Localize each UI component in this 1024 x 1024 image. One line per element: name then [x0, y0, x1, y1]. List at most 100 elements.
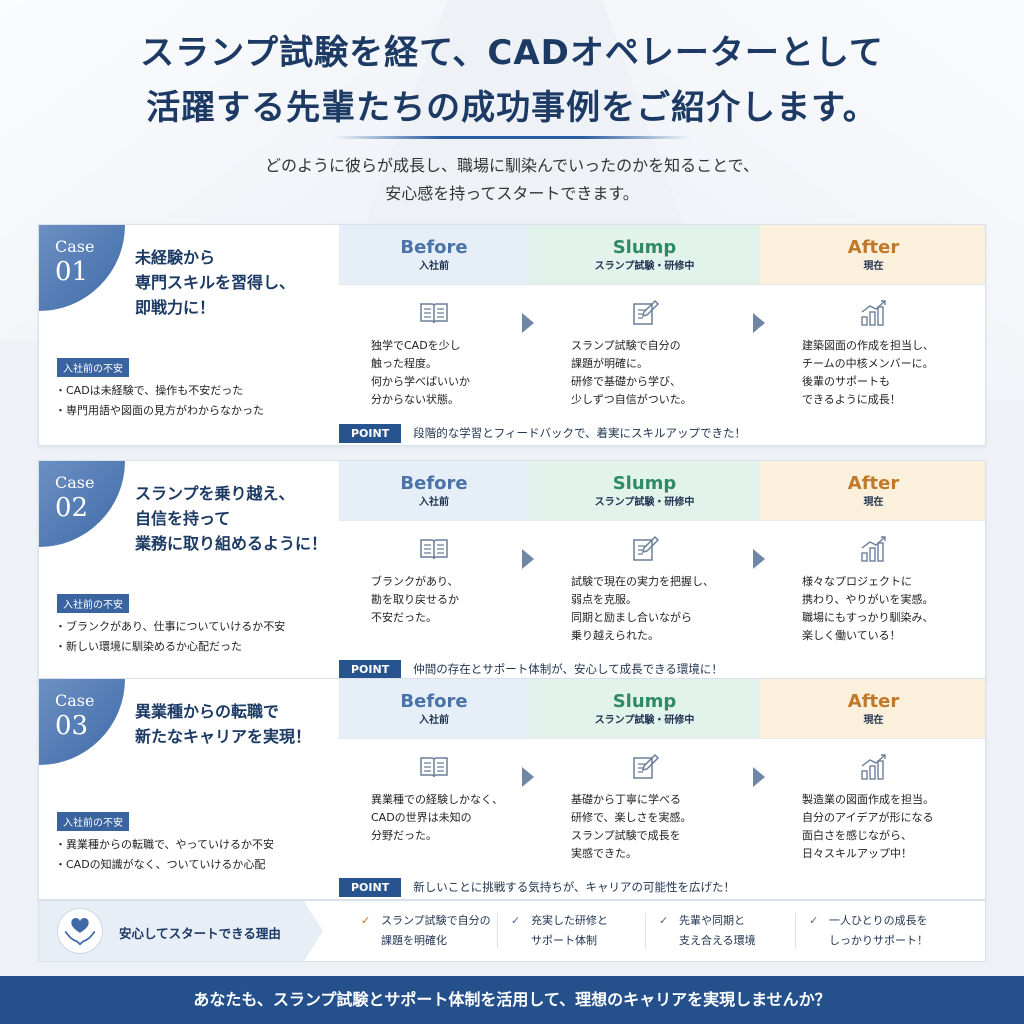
point-tag: POINT — [339, 423, 402, 443]
case-label: Case — [55, 237, 95, 256]
book-icon — [420, 757, 448, 778]
case-number: 01 — [55, 257, 89, 287]
text-line: 新たなキャリアを実現！ — [135, 727, 312, 746]
after-text: 建築図面の作成を担当し、チームの中核メンバーに。後輩のサポートもできるように成長… — [760, 337, 985, 409]
before-text: 異業種での経験しかなく、 CADの世界は未知の分野だった。 — [339, 791, 529, 845]
case-headline: 未経験から専門スキルを習得し、即戦力に！ — [135, 245, 345, 320]
point-row: POINT 仲間の存在とサポート体制が、安心して成長できる環境に！ — [339, 657, 985, 681]
arrow-right-icon — [753, 313, 765, 333]
book-icon — [420, 303, 448, 324]
anxiety-list: ・CADは未経験で、操作も不安だった・専門用語や図面の見方がわからなかった — [55, 381, 264, 421]
title-divider — [334, 136, 690, 139]
text-line: スランプを乗り越え、 — [135, 484, 295, 503]
progress-columns: Before 入社前 独学でCADを少し触った程度。何から学べばいいか分からない… — [339, 225, 985, 420]
point-text: 新しいことに挑戦する気持ちが、キャリアの可能性を広げた！ — [413, 880, 735, 894]
point-tag: POINT — [339, 877, 402, 897]
case-headline: 異業種からの転職で新たなキャリアを実現！ — [135, 699, 345, 749]
heart-hands-icon — [64, 917, 96, 946]
before-header: Before 入社前 — [339, 461, 529, 521]
before-text: 独学でCADを少し触った程度。何から学べばいいか分からない状態。 — [339, 337, 529, 409]
reason-item: ✓充実した研修とサポート体制 — [511, 911, 608, 951]
text-line: 自分のアイデアが形になる — [802, 811, 934, 824]
title-line: 活躍する先輩たちの成功事例をご紹介します。 — [146, 88, 878, 128]
after-subtitle: 現在 — [863, 261, 884, 272]
text-line: 異業種での経験しかなく、 — [371, 793, 503, 806]
case-label: Case — [55, 691, 95, 710]
progress-columns: Before 入社前 ブランクがあり、勘を取り戻せるか不安だった。 Slump … — [339, 461, 985, 656]
slump-title: Slump — [612, 473, 677, 494]
text-line: 独学でCADを少し — [371, 339, 461, 352]
after-title: After — [847, 691, 900, 712]
text-line: 自信を持って — [135, 509, 231, 528]
after-column: After 現在 製造業の図面作成を担当。自分のアイデアが形になる面白さを感じな… — [760, 679, 985, 874]
case-card: Case 02 スランプを乗り越え、自信を持って業務に取り組めるように！ 入社前… — [38, 460, 986, 682]
growth-chart-icon — [860, 536, 886, 562]
after-header: After 現在 — [760, 679, 985, 739]
text-line: スランプ試験で成長を — [571, 829, 681, 842]
anxiety-tag: 入社前の不安 — [57, 358, 129, 377]
text-line: 職場にもすっかり馴染み、 — [802, 611, 934, 624]
text-line: 試験で現在の実力を把握し、 — [571, 575, 714, 588]
text-line: 様々なプロジェクトに — [802, 575, 912, 588]
case-headline: スランプを乗り越え、自信を持って業務に取り組めるように！ — [135, 481, 345, 556]
edit-icon — [632, 535, 659, 561]
after-subtitle: 現在 — [863, 715, 884, 726]
text-line: 後輩のサポートも — [802, 375, 890, 388]
reason-divider — [795, 913, 796, 949]
text-line: 分からない状態。 — [371, 393, 459, 406]
slump-column: Slump スランプ試験・研修中 試験で現在の実力を把握し、弱点を克服。同期と励… — [529, 461, 760, 656]
text-line: 実感できた。 — [571, 847, 637, 860]
text-line: 支え合える環境 — [679, 934, 756, 947]
slump-subtitle: スランプ試験・研修中 — [594, 715, 695, 726]
book-icon — [420, 539, 448, 560]
after-text: 製造業の図面作成を担当。自分のアイデアが形になる面白さを感じながら、日々スキルア… — [760, 791, 985, 863]
text-line: 研修で基礎から学び、 — [571, 375, 681, 388]
anxiety-tag: 入社前の不安 — [57, 812, 129, 831]
after-title: After — [847, 237, 900, 258]
text-line: できるように成長！ — [802, 393, 901, 406]
text-line: 業務に取り組めるように！ — [135, 534, 328, 553]
text-line: 基礎から丁寧に学べる — [571, 793, 681, 806]
slump-column: Slump スランプ試験・研修中 基礎から丁寧に学べる研修で、楽しさを実感。スラ… — [529, 679, 760, 874]
reason-item: ✓先輩や同期と支え合える環境 — [659, 911, 756, 951]
check-icon: ✓ — [659, 914, 669, 927]
text-line: 研修で、楽しさを実感。 — [571, 811, 692, 824]
text-line: 建築図面の作成を担当し、 — [802, 339, 934, 352]
slump-subtitle: スランプ試験・研修中 — [594, 497, 695, 508]
text-line: 面白さを感じながら、 — [802, 829, 912, 842]
edit-icon — [632, 299, 659, 325]
text-line: ・CADは未経験で、操作も不安だった — [55, 384, 244, 397]
reasons-bar: 安心してスタートできる理由 ✓スランプ試験で自分の課題を明確化✓充実した研修とサ… — [38, 900, 986, 962]
text-line: 課題を明確化 — [381, 934, 447, 947]
text-line: CADの世界は未知の — [371, 811, 472, 824]
case-badge: Case 03 — [39, 679, 125, 765]
text-line: ・異業種からの転職で、やっていけるか不安 — [55, 838, 275, 851]
arrow-right-icon — [753, 767, 765, 787]
anxiety-list: ・異業種からの転職で、やっていけるか不安・CADの知識がなく、ついていけるか心配 — [55, 835, 274, 875]
slump-header: Slump スランプ試験・研修中 — [529, 461, 760, 521]
after-subtitle: 現在 — [863, 497, 884, 508]
text-line: 何から学べばいいか — [371, 375, 470, 388]
reason-divider — [497, 913, 498, 949]
text-line: 分野だった。 — [371, 829, 437, 842]
text-line: ・ブランクがあり、仕事についていけるか不安 — [55, 620, 286, 633]
before-title: Before — [400, 473, 468, 494]
point-text: 段階的な学習とフィードバックで、着実にスキルアップできた！ — [413, 426, 747, 440]
growth-chart-icon — [860, 754, 886, 780]
check-icon: ✓ — [809, 914, 819, 927]
text-line: 携わり、やりがいを実感。 — [802, 593, 934, 606]
after-column: After 現在 建築図面の作成を担当し、チームの中核メンバーに。後輩のサポート… — [760, 225, 985, 420]
before-header: Before 入社前 — [339, 225, 529, 285]
text-line: 未経験から — [135, 248, 216, 267]
case-card: Case 01 未経験から専門スキルを習得し、即戦力に！ 入社前の不安 ・CAD… — [38, 224, 986, 446]
text-line: 製造業の図面作成を担当。 — [802, 793, 934, 806]
title-line: スランプ試験を経て、CADオペレーターとして — [140, 33, 884, 73]
arrow-right-icon — [753, 549, 765, 569]
after-text: 様々なプロジェクトに携わり、やりがいを実感。職場にもすっかり馴染み、楽しく働いて… — [760, 573, 985, 645]
before-subtitle: 入社前 — [419, 715, 449, 726]
text-line: ブランクがあり、 — [371, 575, 459, 588]
before-title: Before — [400, 237, 468, 258]
before-column: Before 入社前 ブランクがあり、勘を取り戻せるか不安だった。 — [339, 461, 529, 656]
point-row: POINT 新しいことに挑戦する気持ちが、キャリアの可能性を広げた！ — [339, 875, 985, 899]
point-tag: POINT — [339, 659, 402, 679]
